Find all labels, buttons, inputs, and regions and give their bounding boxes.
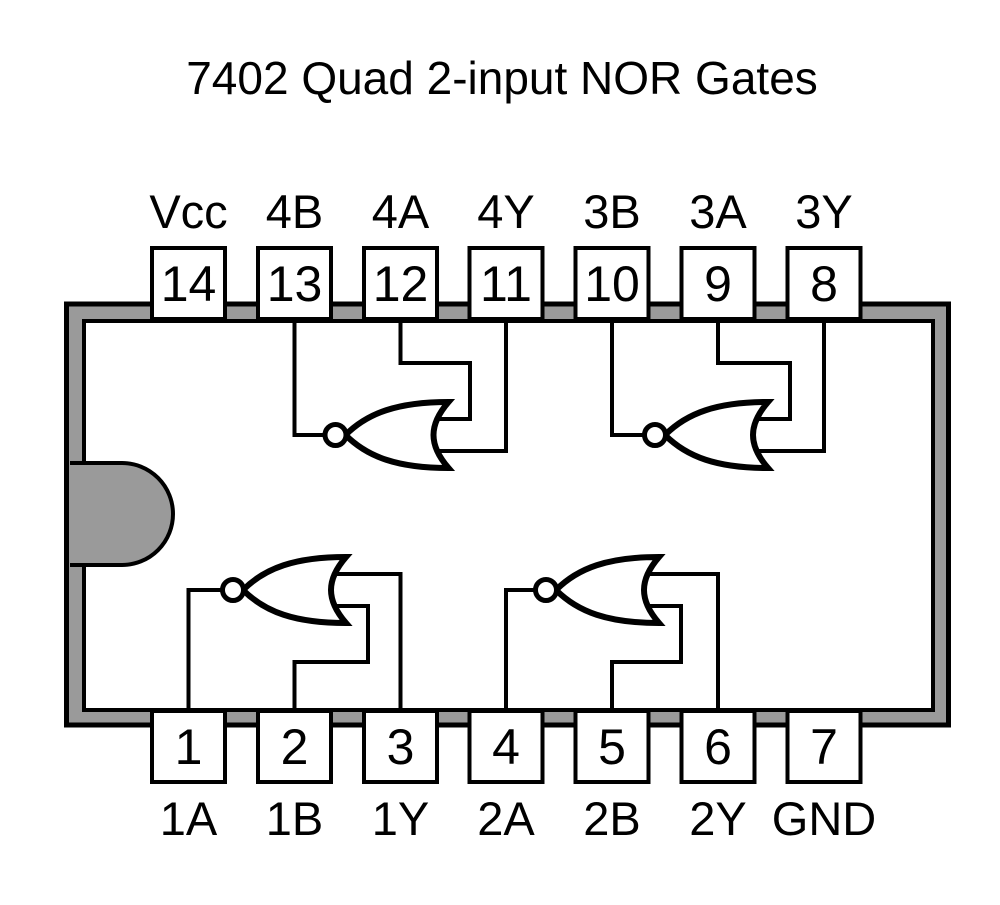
wire-pin12-gate4-input	[398, 319, 472, 421]
wire-pin10-gate3-bubble	[610, 319, 645, 437]
pin-number-3: 3	[387, 719, 415, 775]
nor-gate-2-body	[551, 553, 666, 627]
pin-label-14: Vcc	[149, 185, 227, 238]
wire-pin3-gate1-input	[335, 572, 403, 711]
pin-number-12: 12	[373, 256, 429, 312]
pin-label-6: 2Y	[689, 792, 747, 845]
nor-gate-2-bubble	[533, 577, 559, 603]
nor-gate-1	[220, 553, 353, 627]
pin-label-1: 1A	[160, 792, 218, 845]
bottom-pin-row: 1 2 3 4 5 6 7	[150, 709, 863, 784]
pin-label-13: 4B	[266, 185, 324, 238]
pin-number-10: 10	[584, 256, 640, 312]
pin-label-10: 3B	[583, 185, 641, 238]
nor-gate-1-bubble	[220, 577, 246, 603]
pin-label-7: GND	[772, 792, 876, 845]
pin-label-2: 1B	[266, 792, 324, 845]
pin-box-8	[785, 246, 863, 321]
pin-box-5	[573, 709, 651, 784]
wire-pin9-gate3-input	[716, 319, 792, 421]
nor-gate-2	[533, 553, 666, 627]
pin-label-9: 3A	[689, 185, 747, 238]
wire-pin4-gate2-bubble	[504, 588, 536, 711]
pin-number-5: 5	[598, 719, 626, 775]
bottom-pin-labels: 1A 1B 1Y 2A 2B 2Y GND	[160, 792, 876, 845]
pin-number-4: 4	[492, 719, 520, 775]
chip-interior	[82, 319, 935, 712]
pin-box-1	[150, 709, 227, 784]
page-title: 7402 Quad 2-input NOR Gates	[186, 52, 818, 104]
pin-box-11	[467, 246, 545, 321]
pin-number-2: 2	[281, 719, 309, 775]
wire-pin13-gate4-bubble	[292, 319, 325, 437]
nor-gate-3	[642, 398, 775, 472]
pin-box-2	[256, 709, 333, 784]
pin-box-14	[150, 246, 227, 321]
pin-number-11: 11	[480, 256, 532, 312]
nor-gate-3-body	[660, 398, 775, 472]
pin-number-8: 8	[810, 256, 838, 312]
nor-gate-1-body	[238, 553, 353, 627]
wire-pin11-gate4-input	[437, 319, 508, 453]
pin-number-13: 13	[267, 256, 323, 312]
pin-label-5: 2B	[583, 792, 641, 845]
nor-gate-4	[322, 398, 456, 472]
wire-pin5-gate2-input	[610, 604, 683, 711]
pin-label-12: 4A	[372, 185, 430, 238]
pin-number-9: 9	[704, 256, 732, 312]
top-pin-labels: Vcc 4B 4A 4Y 3B 3A 3Y	[149, 185, 852, 238]
pin-number-7: 7	[810, 719, 838, 775]
pin-label-3: 1Y	[372, 792, 430, 845]
pin-box-3	[362, 709, 439, 784]
pin-label-4: 2A	[477, 792, 535, 845]
pin-box-9	[679, 246, 757, 321]
wire-pin8-gate3-input	[757, 319, 826, 453]
pin-box-6	[679, 709, 757, 784]
pin-label-8: 3Y	[795, 185, 853, 238]
pin-number-6: 6	[704, 719, 732, 775]
top-pin-row: 14 13 12 11 10 9 8	[150, 246, 863, 321]
nor-gate-4-body	[341, 398, 456, 472]
pin-box-10	[573, 246, 651, 321]
wire-pin6-gate2-input	[648, 572, 720, 711]
pin-box-13	[256, 246, 333, 321]
pin-number-14: 14	[161, 256, 217, 312]
nor-gate-4-bubble	[322, 422, 349, 448]
pin-box-4	[467, 709, 545, 784]
chip-notch	[70, 461, 175, 567]
nor-gate-3-bubble	[642, 422, 668, 448]
pin-label-11: 4Y	[477, 185, 535, 238]
wire-pin1-gate1-bubble	[186, 588, 223, 711]
pin-box-12	[362, 246, 439, 321]
wire-pin2-gate1-input	[292, 604, 370, 711]
pin-number-1: 1	[175, 719, 203, 775]
pin-box-7	[785, 709, 863, 784]
